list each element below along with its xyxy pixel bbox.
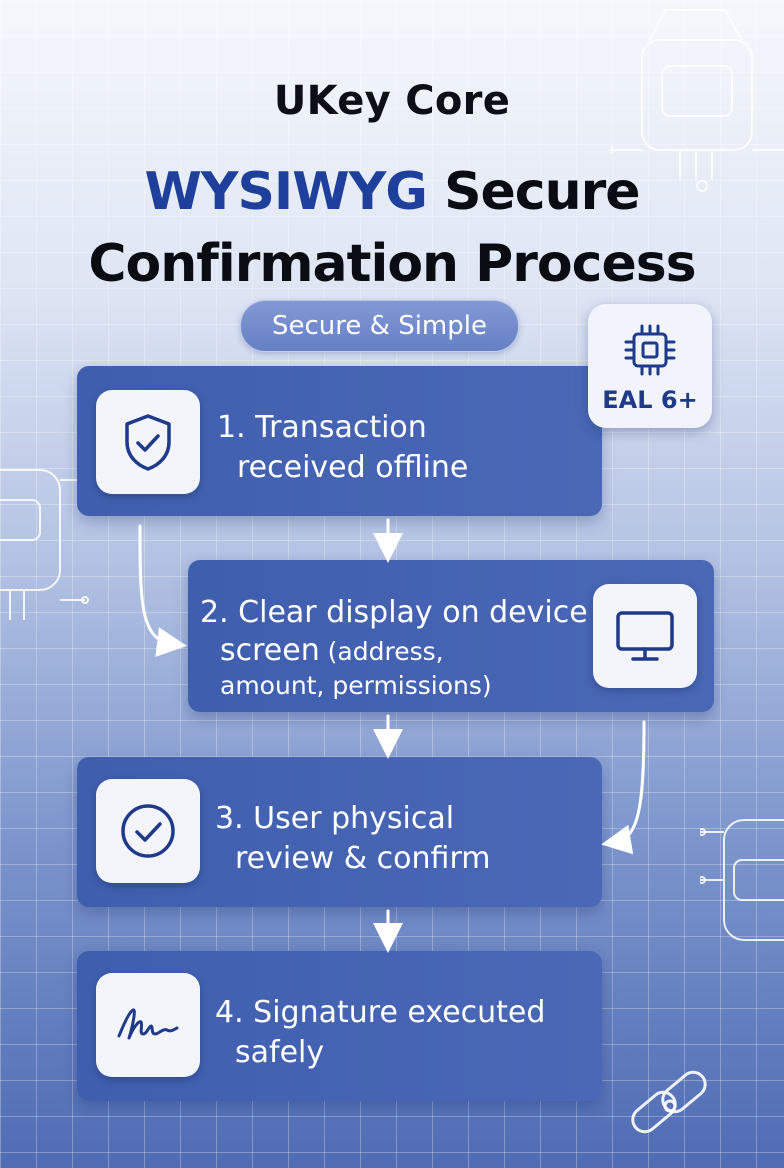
step-1-number: 1. bbox=[217, 410, 246, 445]
step-1-text: 1. Transaction received offline bbox=[217, 408, 468, 488]
step-4-line1: Signature executed bbox=[253, 995, 546, 1030]
step-3-card: 3. User physical review & confirm bbox=[77, 757, 602, 907]
step-2-line2-small: (address, bbox=[319, 637, 444, 666]
step-2-line3: amount, permissions) bbox=[220, 671, 492, 700]
step-3-line2: review & confirm bbox=[235, 841, 491, 876]
step-3-text: 3. User physical review & confirm bbox=[215, 799, 490, 879]
arrow-curve-right bbox=[601, 720, 646, 855]
title-line1-rest: Secure bbox=[426, 162, 640, 222]
step-2-card: 2. Clear display on device screen (addre… bbox=[188, 560, 714, 712]
monitor-icon bbox=[616, 611, 674, 661]
eal-badge-label: EAL 6+ bbox=[602, 386, 698, 414]
step-1-line1: Transaction bbox=[255, 410, 427, 445]
step-2-line1: Clear display on device bbox=[238, 595, 588, 630]
shield-check-icon bbox=[125, 414, 171, 471]
step-2-icon-tile bbox=[593, 584, 697, 688]
step-4-text: 4. Signature executed safely bbox=[215, 993, 545, 1073]
step-3-icon-tile bbox=[96, 779, 200, 883]
step-4-icon-tile bbox=[96, 973, 200, 1077]
step-2-number: 2. bbox=[200, 595, 229, 630]
page-title: WYSIWYG Secure Confirmation Process bbox=[0, 156, 784, 300]
chain-link-decoration bbox=[631, 1070, 707, 1134]
title-line2: Confirmation Process bbox=[88, 234, 696, 294]
step-2-line2-main: screen bbox=[220, 633, 320, 668]
step-3-number: 3. bbox=[215, 801, 244, 836]
step-4-number: 4. bbox=[215, 995, 244, 1030]
arrow-curve-left bbox=[138, 524, 187, 658]
step-2-text: 2. Clear display on device screen (addre… bbox=[200, 593, 588, 702]
tagline-pill: Secure & Simple bbox=[240, 300, 519, 352]
signature-icon bbox=[117, 1008, 179, 1040]
eal-badge: EAL 6+ bbox=[588, 304, 712, 428]
chip-icon bbox=[624, 324, 676, 376]
step-1-line2: received offline bbox=[237, 450, 469, 485]
circuit-decoration-right bbox=[700, 819, 784, 941]
step-1-icon-tile bbox=[96, 390, 200, 494]
title-accent: WYSIWYG bbox=[144, 162, 428, 222]
step-1-card: 1. Transaction received offline bbox=[77, 366, 602, 516]
step-3-line1: User physical bbox=[253, 801, 455, 836]
check-circle-icon bbox=[121, 804, 175, 858]
step-4-card: 4. Signature executed safely bbox=[77, 951, 602, 1101]
brand-title: UKey Core bbox=[273, 78, 511, 124]
step-4-line2: safely bbox=[235, 1035, 325, 1070]
